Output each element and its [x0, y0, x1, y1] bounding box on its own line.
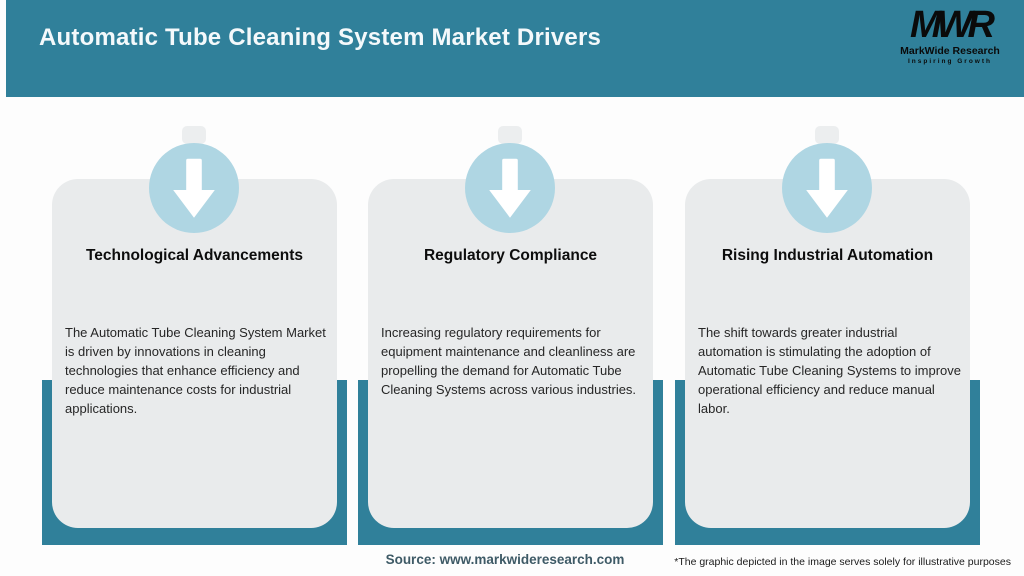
card-notch [498, 126, 522, 144]
disclaimer-note: *The graphic depicted in the image serve… [674, 556, 1011, 568]
card-title: Rising Industrial Automation [721, 247, 934, 264]
card-title: Regulatory Compliance [423, 247, 598, 264]
logo-mark: MWR [910, 4, 995, 46]
driver-card [685, 179, 970, 528]
down-arrow-icon [149, 143, 239, 233]
source-attribution: Source: www.markwideresearch.com [385, 552, 625, 567]
logo-name: MarkWide Research [900, 45, 1000, 57]
down-arrow-icon [782, 143, 872, 233]
card-body-text: The shift towards greater industrial aut… [698, 325, 962, 416]
page-title: Automatic Tube Cleaning System Market Dr… [39, 24, 602, 51]
driver-card [368, 179, 653, 528]
card-notch [815, 126, 839, 144]
header-banner: Automatic Tube Cleaning System Market Dr… [6, 0, 1024, 97]
card-body-text: The Automatic Tube Cleaning System Marke… [65, 325, 326, 416]
logo-tagline: Inspiring Growth [908, 57, 992, 65]
driver-card [52, 179, 337, 528]
card-title: Technological Advancements [85, 247, 304, 264]
markwide-research-logo: MWR MarkWide Research Inspiring Growth [890, 6, 1010, 65]
card-notch [182, 126, 206, 144]
down-arrow-icon [465, 143, 555, 233]
card-body-text: Increasing regulatory requirements for e… [381, 325, 637, 397]
